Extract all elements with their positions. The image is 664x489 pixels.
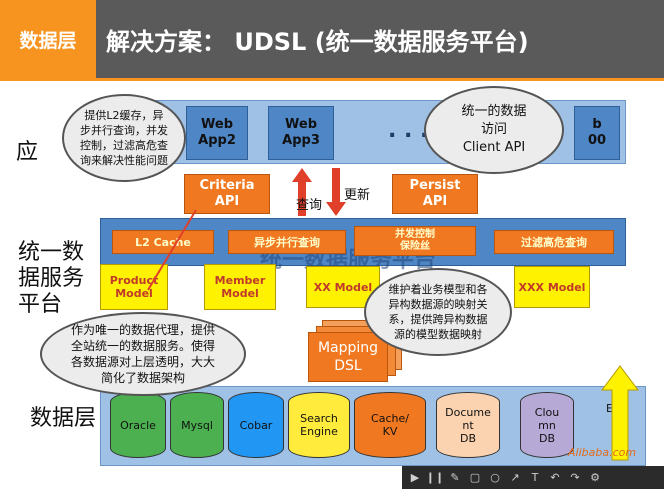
pause-icon[interactable]: ❙❙: [425, 470, 445, 484]
datasource-3-label: Cobar: [239, 418, 273, 432]
mapping-bubble: 维护着业务模型和各异构数据源的映射关系，提供跨异构数据源的模型数据映射: [364, 268, 512, 356]
app-box-n: b 00: [574, 106, 620, 160]
persist-api-line1: Persist: [409, 178, 461, 193]
app-box-3-line1: Web: [285, 117, 317, 132]
section-badge: 数据层: [0, 0, 96, 78]
datasource-1: Oracle: [110, 392, 166, 458]
datasource-4: Search Engine: [288, 392, 350, 458]
app-box-n-line2: 00: [587, 133, 607, 148]
tag-concurrency: 并发控制 保险丝: [354, 226, 476, 256]
product-model-line1: Product: [109, 274, 159, 287]
apps-ellipsis: . . .: [388, 118, 429, 143]
criteria-api-box: Criteria API: [184, 174, 270, 214]
app-layer-label: 应: [16, 140, 39, 165]
app-box-2-line2: App2: [198, 133, 236, 148]
mapping-line1: Mapping: [317, 340, 379, 356]
cache-bubble: 提供L2缓存，异步并行查询，并发控制，过滤高危查询来解决性能问题: [62, 94, 186, 182]
platform-label-1: 统一数: [18, 240, 85, 265]
criteria-api-line2: API: [214, 194, 240, 209]
datasource-6: Docume nt DB: [436, 392, 500, 458]
update-arrow: [326, 168, 346, 216]
datasource-6-label: Docume nt DB: [445, 405, 491, 445]
member-model-line1: Member: [214, 274, 266, 287]
query-update-arrows: [292, 168, 346, 216]
video-toolbar: ▶ ❙❙ ✎ ▢ ○ ↗ T ↶ ↷ ⚙: [402, 466, 664, 489]
datasource-5-label: Cache/ KV: [371, 412, 409, 438]
tag-l2-cache: L2 Cache: [112, 230, 214, 254]
query-label: 查询: [296, 198, 323, 213]
cache-pointer-line: [147, 209, 197, 291]
app-box-3-line2: App3: [282, 133, 320, 148]
alibaba-watermark: Alibaba.com: [568, 446, 637, 459]
update-label: 更新: [344, 188, 371, 203]
datasource-2: Mysql: [170, 392, 224, 458]
slide-title: 解决方案： UDSL (统一数据服务平台): [96, 0, 664, 78]
settings-icon[interactable]: ⚙: [590, 470, 600, 484]
ed-arrow-shape: [601, 365, 639, 461]
product-model-box: Product Model: [100, 264, 168, 310]
xxx-model-box: XXX Model: [514, 266, 590, 308]
ed-arrow: [601, 365, 639, 461]
datasource-7-label: Clou mn DB: [534, 405, 560, 445]
criteria-api-line1: Criteria: [199, 178, 255, 193]
persist-api-box: Persist API: [392, 174, 478, 214]
member-model-box: Member Model: [204, 264, 276, 310]
undo-icon[interactable]: ↶: [550, 470, 560, 484]
xxx-model-label: XXX Model: [518, 280, 586, 294]
app-box-2: Web App2: [186, 106, 248, 160]
tag-async-query: 异步并行查询: [228, 230, 346, 254]
platform-label-2: 据服务: [18, 266, 85, 291]
member-model-line2: Model: [221, 287, 259, 300]
persist-api-line2: API: [422, 194, 448, 209]
access-bubble: 统一的数据 访问 Client API: [424, 86, 564, 174]
app-box-3: Web App3: [268, 106, 334, 160]
xx-model-label: XX Model: [313, 280, 373, 294]
datasource-3: Cobar: [228, 392, 284, 458]
datasource-5: Cache/ KV: [354, 392, 426, 458]
datasource-7: Clou mn DB: [520, 392, 574, 458]
product-model-line2: Model: [115, 287, 153, 300]
play-icon[interactable]: ▶: [410, 470, 420, 484]
arrow-icon[interactable]: ↗: [510, 470, 520, 484]
platform-label-3: 平台: [18, 292, 63, 317]
mapping-dsl-box: Mapping DSL: [308, 332, 388, 382]
proxy-bubble: 作为唯一的数据代理，提供全站统一的数据服务。使得各数据源对上层透明，大大简化了数…: [40, 312, 246, 396]
redo-icon[interactable]: ↷: [570, 470, 580, 484]
app-box-n-line1: b: [592, 117, 602, 132]
rect-icon[interactable]: ▢: [469, 470, 481, 484]
datasource-2-label: Mysql: [181, 418, 213, 432]
pen-icon[interactable]: ✎: [450, 470, 460, 484]
query-arrow: [292, 168, 312, 216]
text-icon[interactable]: T: [531, 470, 539, 484]
datasource-4-label: Search Engine: [300, 412, 338, 438]
mapping-line2: DSL: [334, 358, 362, 374]
tag-filter-risky: 过滤高危查询: [494, 230, 614, 254]
app-box-2-line1: Web: [201, 117, 233, 132]
header-divider: [0, 78, 664, 81]
cache-pointer: [147, 209, 197, 291]
datasource-1-label: Oracle: [120, 418, 156, 432]
data-layer-label: 数据层: [30, 406, 97, 431]
circle-icon[interactable]: ○: [490, 470, 500, 484]
